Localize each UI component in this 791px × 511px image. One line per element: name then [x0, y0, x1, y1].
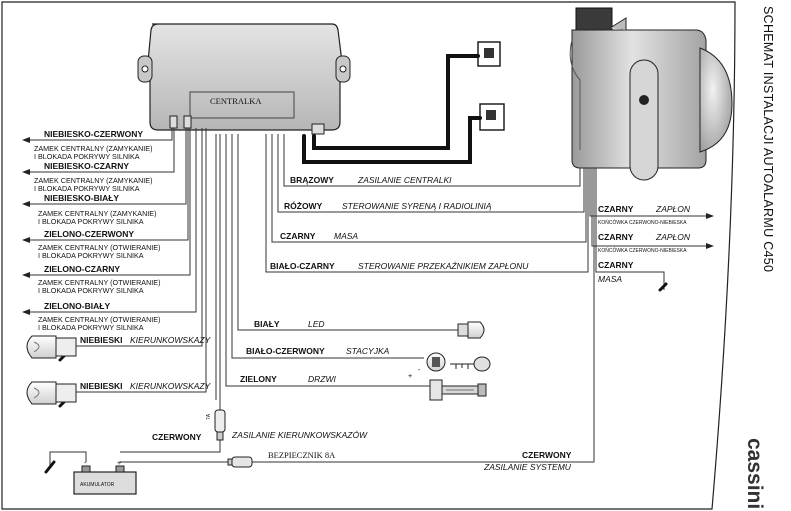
- relay-output-desc: ZAPŁON: [655, 204, 691, 214]
- wire-color: ZIELONY: [240, 374, 277, 384]
- supply-color: CZERWONY: [522, 450, 572, 460]
- ignition-key: - +: [408, 352, 491, 380]
- supply-desc: ZASILANIE SYSTEMU: [483, 462, 572, 472]
- left-output-desc: I BLOKADA POKRYWY SILNIKA: [34, 152, 140, 161]
- diagram-title: SCHEMAT INSTALACJI AUTOALARMU C450: [761, 6, 775, 272]
- wire-color: CZERWONY: [152, 432, 202, 442]
- siren: [569, 7, 733, 181]
- small-fuse-label: 7A: [206, 413, 212, 420]
- wire-desc: DRZWI: [308, 374, 336, 384]
- left-output-color: NIEBIESKO-CZARNY: [44, 161, 129, 171]
- relay-output-color: CZARNY: [598, 260, 634, 270]
- key-minus-label: -: [418, 365, 421, 374]
- left-output-color: ZIELONO-CZERWONY: [44, 229, 134, 239]
- relay-output-color: CZARNY: [598, 204, 634, 214]
- wire-color: RÓŻOWY: [284, 200, 323, 211]
- wire-color: CZARNY: [280, 231, 316, 241]
- wire-color: BIAŁO-CZARNY: [270, 261, 335, 271]
- page-frame: [1, 1, 736, 510]
- indicator-bulb-1: [26, 335, 77, 359]
- wire-desc: MASA: [334, 231, 358, 241]
- wire-color: BIAŁO-CZERWONY: [246, 346, 325, 356]
- left-output-color: NIEBIESKO-BIAŁY: [44, 193, 119, 203]
- relay-output-desc: MASA: [598, 274, 622, 284]
- left-output-color: NIEBIESKO-CZERWONY: [44, 129, 143, 139]
- wire-desc: STEROWANIE SYRENĄ I RADIOLINIĄ: [342, 201, 492, 211]
- left-output-color: ZIELONO-CZARNY: [44, 264, 120, 274]
- left-output-desc: I BLOKADA POKRYWY SILNIKA: [38, 251, 144, 260]
- relay-output-desc: ZAPŁON: [655, 232, 691, 242]
- indicator-color: NIEBIESKI: [80, 335, 123, 345]
- central-unit-label: CENTRALKA: [210, 96, 262, 106]
- door-switch: [429, 379, 487, 401]
- central-unit: CENTRALKA: [137, 23, 351, 135]
- siren-connectors: [302, 41, 505, 164]
- left-output-desc: ZAMEK CENTRALNY (ZAMYKANIE): [34, 144, 152, 153]
- left-arrowheads: [22, 137, 30, 315]
- wire-desc: ZASILANIE CENTRALKI: [357, 175, 452, 185]
- main-fuse-label: BEZPIECZNIK 8A: [268, 450, 336, 460]
- wire-desc: STACYJKA: [346, 346, 390, 356]
- relay-output-color: CZARNY: [598, 232, 634, 242]
- left-output-labels: NIEBIESKO-CZERWONY ZAMEK CENTRALNY (ZAMY…: [34, 129, 160, 332]
- left-output-desc: ZAMEK CENTRALNY (OTWIERANIE): [38, 315, 160, 324]
- small-fuse: 7A: [206, 409, 226, 441]
- battery-minus-label: -: [84, 458, 87, 467]
- right-arrowheads: [706, 213, 714, 249]
- relay-output-note: KOŃCÓWKA CZERWONO-NIEBIESKA: [598, 247, 687, 254]
- indicator-desc: KIERUNKOWSKAZY: [130, 381, 212, 391]
- wire-desc: STEROWANIE PRZEKAŹNIKIEM ZAPŁONU: [358, 261, 529, 271]
- brand-logo: cassini: [743, 438, 766, 509]
- left-output-desc: ZAMEK CENTRALNY (OTWIERANIE): [38, 278, 160, 287]
- battery: AKUMULATOR - +: [73, 458, 137, 495]
- wire-labels: BRĄZOWY ZASILANIE CENTRALKI RÓŻOWY STERO…: [152, 175, 572, 472]
- left-output-desc: ZAMEK CENTRALNY (ZAMYKANIE): [38, 209, 156, 218]
- left-output-desc: I BLOKADA POKRYWY SILNIKA: [38, 323, 144, 332]
- indicator-color: NIEBIESKI: [80, 381, 123, 391]
- left-output-desc: ZAMEK CENTRALNY (OTWIERANIE): [38, 243, 160, 252]
- left-output-desc: ZAMEK CENTRALNY (ZAMYKANIE): [34, 176, 152, 185]
- relay-output-note: KOŃCÓWKA CZERWONO-NIEBIESKA: [598, 219, 687, 226]
- left-output-color: ZIELONO-BIAŁY: [44, 301, 110, 311]
- wiring-lines: [30, 128, 706, 468]
- main-fuse: BEZPIECZNIK 8A: [227, 450, 336, 468]
- left-output-desc: I BLOKADA POKRYWY SILNIKA: [34, 184, 140, 193]
- relay-output-labels: CZARNY ZAPŁON KOŃCÓWKA CZERWONO-NIEBIESK…: [598, 204, 691, 284]
- wire-desc: LED: [308, 319, 325, 329]
- battery-label: AKUMULATOR: [80, 482, 115, 488]
- led: [457, 321, 485, 339]
- indicator-desc: KIERUNKOWSKAZY: [130, 335, 212, 345]
- wire-color: BRĄZOWY: [290, 175, 334, 185]
- left-output-desc: I BLOKADA POKRYWY SILNIKA: [38, 286, 144, 295]
- indicator-labels: NIEBIESKI KIERUNKOWSKAZY NIEBIESKI KIERU…: [80, 335, 212, 391]
- indicator-bulb-2: [26, 381, 77, 405]
- key-plus-label: +: [408, 371, 412, 380]
- battery-plus-label: +: [117, 458, 121, 467]
- wire-color: BIAŁY: [254, 319, 280, 329]
- left-output-desc: I BLOKADA POKRYWY SILNIKA: [38, 217, 144, 226]
- wire-desc: ZASILANIE KIERUNKOWSKAZÓW: [231, 430, 368, 440]
